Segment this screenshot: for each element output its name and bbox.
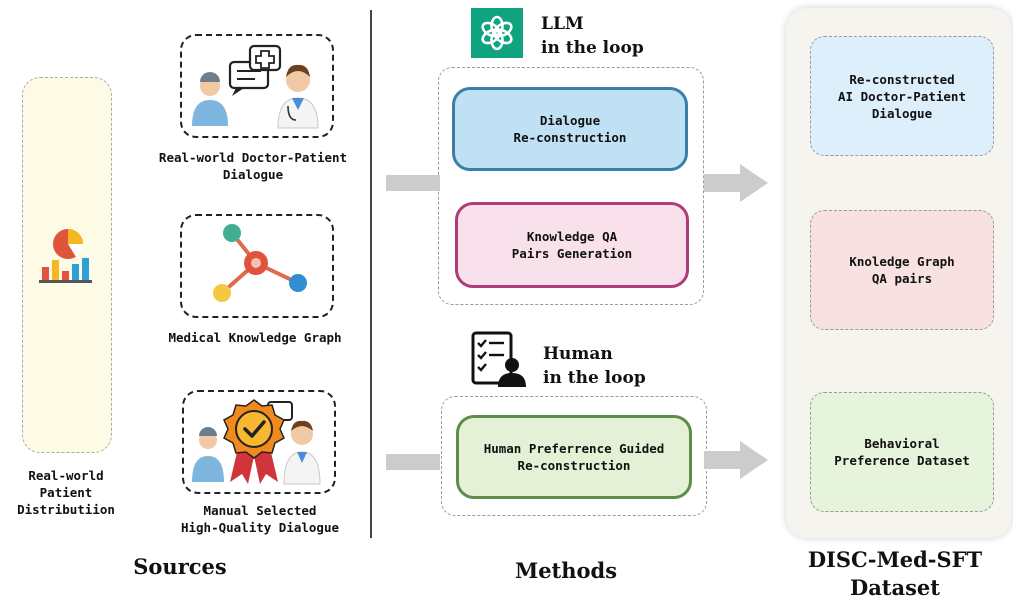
source-kg-label: Medical Knowledge Graph bbox=[140, 329, 370, 346]
dataset-dialogue-label: Dialogue bbox=[871, 105, 933, 121]
chart-pie-icon bbox=[39, 229, 92, 283]
dialogue-reconstruction-label: Re-construction bbox=[513, 130, 627, 145]
knowledge-qa-box: Knowledge QA Pairs Generation bbox=[455, 202, 689, 288]
dataset-heading-line: Dataset bbox=[849, 575, 940, 600]
knowledge-qa-label: Pairs Generation bbox=[511, 246, 633, 261]
dataset-dialogue-box: Re-constructed AI Doctor-Patient Dialogu… bbox=[810, 36, 994, 156]
distribution-label-line: Patient bbox=[39, 485, 93, 500]
methods-heading: Methods bbox=[514, 558, 618, 583]
quality-badge-icon bbox=[192, 399, 321, 485]
source-kg-box bbox=[180, 214, 334, 318]
source-manual-label: Manual Selected High-Quality Dialogue bbox=[150, 502, 370, 536]
llm-loop-label-line: LLM bbox=[541, 14, 584, 34]
llm-loop-label: LLM in the loop bbox=[541, 12, 644, 60]
dataset-dialogue-label: AI Doctor-Patient bbox=[838, 88, 966, 104]
arrow-llm-to-dataset bbox=[704, 164, 768, 202]
source-manual-label-line: High-Quality Dialogue bbox=[180, 520, 340, 535]
dataset-heading: DISC-Med-SFT Dataset bbox=[790, 546, 1000, 602]
human-preference-label: Re-construction bbox=[517, 458, 631, 473]
dataset-kg-box: Knoledge Graph QA pairs bbox=[810, 210, 994, 330]
human-preference-label: Human Preferrence Guided bbox=[483, 441, 665, 456]
llm-loop-label-line: in the loop bbox=[541, 38, 644, 58]
distribution-label: Real-world Patient Distributiion bbox=[0, 467, 132, 518]
doctor-patient-dialogue-icon bbox=[192, 44, 319, 129]
distribution-label-line: Real-world bbox=[28, 468, 104, 483]
knowledge-graph-icon bbox=[213, 224, 307, 302]
source-manual-label-line: Manual Selected bbox=[203, 503, 317, 518]
source-dialogue-label-line: Real-world Doctor-Patient bbox=[158, 150, 348, 165]
dataset-kg-label: QA pairs bbox=[871, 271, 933, 286]
dataset-kg-label: Knoledge Graph bbox=[849, 254, 955, 269]
llm-logo bbox=[471, 8, 523, 58]
patient-distribution-pill bbox=[22, 77, 112, 453]
human-preference-box: Human Preferrence Guided Re-construction bbox=[456, 415, 692, 499]
dataset-preference-box: Behavioral Preference Dataset bbox=[810, 392, 994, 512]
dataset-preference-label: Preference Dataset bbox=[834, 453, 970, 468]
dataset-heading-line: DISC-Med-SFT bbox=[807, 547, 983, 572]
source-manual-box bbox=[182, 390, 336, 494]
knowledge-qa-label: Knowledge QA bbox=[526, 229, 618, 244]
openai-icon bbox=[481, 15, 513, 51]
source-dialogue-label: Real-world Doctor-Patient Dialogue bbox=[128, 149, 378, 183]
dataset-preference-label: Behavioral bbox=[864, 436, 940, 451]
human-loop-label-line: Human bbox=[543, 344, 613, 364]
dataset-dialogue-label: Re-constructed bbox=[849, 71, 955, 87]
column-divider bbox=[370, 10, 372, 538]
sources-heading: Sources bbox=[133, 554, 227, 579]
dialogue-reconstruction-box: Dialogue Re-construction bbox=[452, 87, 688, 171]
arrow-sources-to-human bbox=[386, 454, 440, 470]
arrow-sources-to-llm bbox=[386, 175, 440, 191]
source-dialogue-label-line: Dialogue bbox=[222, 167, 284, 182]
human-loop-label: Human in the loop bbox=[543, 342, 646, 390]
checklist-person-icon bbox=[471, 331, 526, 387]
source-dialogue-box bbox=[180, 34, 334, 138]
source-kg-label-line: Medical Knowledge Graph bbox=[168, 330, 342, 345]
human-loop-label-line: in the loop bbox=[543, 368, 646, 388]
arrow-human-to-dataset bbox=[704, 441, 768, 479]
dialogue-reconstruction-label: Dialogue bbox=[539, 113, 601, 128]
distribution-label-line: Distributiion bbox=[17, 502, 115, 517]
